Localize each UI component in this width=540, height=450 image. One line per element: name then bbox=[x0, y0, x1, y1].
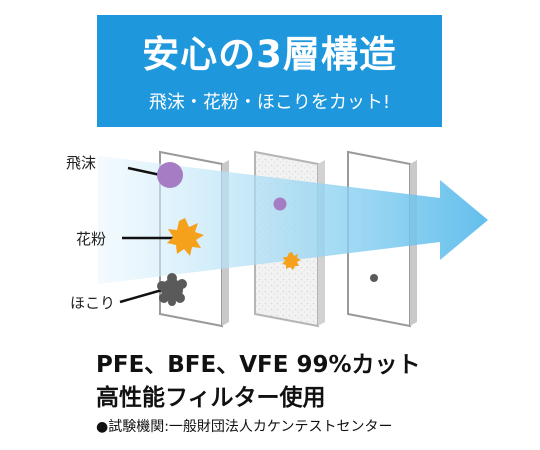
banner-title: 安心の3層構造 bbox=[142, 33, 397, 76]
flow-arrow bbox=[98, 156, 488, 284]
filter-diagram: 飛沫 花粉 ほこり bbox=[0, 140, 540, 350]
dust-particle-large bbox=[157, 273, 187, 306]
droplet-particle-small bbox=[273, 197, 287, 211]
filter-claim: 高性能フィルター使用 bbox=[96, 385, 326, 411]
dust-leader-line bbox=[119, 288, 163, 304]
pollen-particle-small bbox=[282, 252, 301, 270]
droplet-particle-large bbox=[157, 162, 183, 188]
banner-subtitle: 飛沫・花粉・ほこりをカット! bbox=[148, 92, 391, 113]
label-pollen: 花粉 bbox=[76, 230, 107, 248]
pollen-particle-large bbox=[167, 218, 204, 256]
testing-institution-note: ●試験機関:一般財団法人カケンテストセンター bbox=[96, 419, 393, 435]
title-banner: 安心の3層構造 飛沫・花粉・ほこりをカット! bbox=[97, 15, 442, 127]
performance-claim: PFE、BFE、VFE 99%カット bbox=[96, 352, 421, 378]
filter-diagram-graphic bbox=[98, 150, 488, 328]
label-dust: ほこり bbox=[70, 294, 116, 312]
dust-particle-small bbox=[370, 274, 378, 282]
label-droplet: 飛沫 bbox=[66, 154, 97, 172]
